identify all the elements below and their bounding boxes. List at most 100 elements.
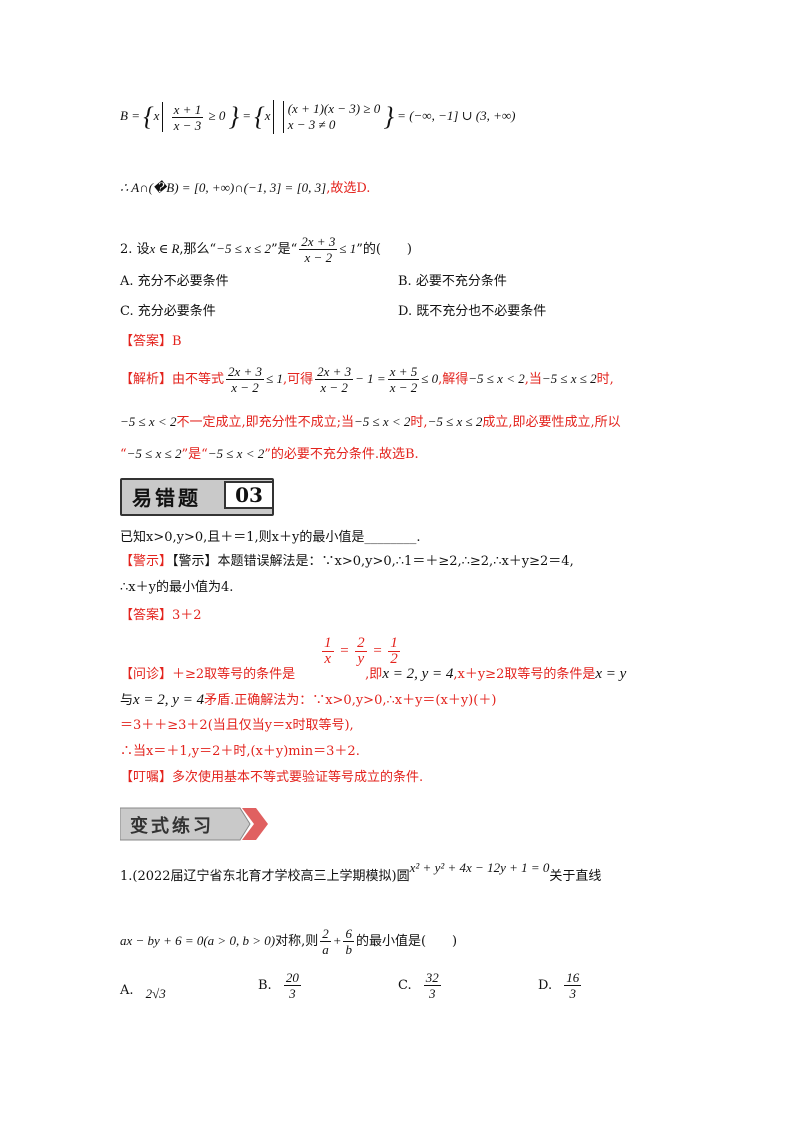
analysis-l2-text-1: 不一定成立,即充分性不成立;当 <box>176 415 354 430</box>
analysis-kede: ,可得 <box>282 372 314 387</box>
q2-option-b: B. 必要不充分条件 <box>398 274 507 289</box>
q2-condition: −5 ≤ x ≤ 2 <box>216 241 271 256</box>
banner-arrow-icon <box>119 807 268 841</box>
q2-analysis-line-3: “−5 ≤ x ≤ 2”是“−5 ≤ x < 2”的必要不充分条件.故选B. <box>120 444 419 465</box>
variant-q1-option-a: A. 2√3 <box>120 980 166 1001</box>
analysis-shi: 时, <box>596 372 614 387</box>
analysis-l2-range-3: −5 ≤ x ≤ 2 <box>427 414 483 429</box>
analysis-l2-text-2: 成立,即必要性成立,所以 <box>482 415 621 430</box>
q2-mid1: ,那么“ <box>179 242 217 257</box>
diag-1b: ,即 <box>365 667 383 682</box>
analysis-l2-shi: 时, <box>410 415 428 430</box>
analysis-jiede: ,解得 <box>438 372 469 387</box>
option-a-label: A. <box>120 983 134 998</box>
left-brace-2: { <box>254 102 265 131</box>
diag-1e: x = y <box>595 666 627 682</box>
p3-diagnosis-3: ＝3＋＋≥3＋2(当且仅当y＝x时取等号), <box>120 718 354 733</box>
right-brace-2: } <box>383 102 394 131</box>
section-badge-error-prone: 易错题 03 <box>120 478 280 516</box>
q2-option-c: C. 充分必要条件 <box>120 304 216 319</box>
q2-analysis-line-2: −5 ≤ x < 2不一定成立,即充分性不成立;当−5 ≤ x < 2时,−5 … <box>120 412 621 433</box>
q2-answer: 【答案】B <box>120 334 182 349</box>
option-d-label: D. <box>538 978 553 993</box>
q2-option-a: A. 充分不必要条件 <box>120 274 229 289</box>
p3-diagnosis-2: 与x = 2, y = 4矛盾.正确解法为：∵x>0,y>0,∴x＋y＝(x＋y… <box>120 690 496 711</box>
diag-1c: x = 2, y = 4 <box>382 666 454 682</box>
analysis-dang: ,当 <box>524 372 542 387</box>
q2-option-d: D. 既不充分也不必要条件 <box>398 304 547 319</box>
section-badge-title: 易错题 <box>132 486 201 510</box>
set-b-lhs: B = <box>120 107 140 123</box>
diag-2a: 与 <box>120 693 134 708</box>
section-badge-number: 03 <box>224 481 274 509</box>
analysis-l3-quote-open: “ <box>120 447 127 462</box>
conclusion-math: ∴ A∩(�B) = [0, +∞)∩(−1, 3] = [0, 3] <box>120 180 327 195</box>
q2-mid2: ”是“ <box>270 242 298 257</box>
diag-1d: ,x＋y≥2取等号的条件是 <box>453 667 596 682</box>
analysis-l3-shi: ”是“ <box>181 447 208 462</box>
analysis-l3-range-2: −5 ≤ x < 2 <box>207 446 265 461</box>
p3-question: 已知x>0,y>0,且＋＝1,则x＋y的最小值是________. <box>120 530 421 545</box>
variant-q1-ask: 的最小值是( ) <box>355 934 458 949</box>
analysis-minus1: − 1 = <box>355 371 386 386</box>
q2-end: ”的( ) <box>356 242 413 257</box>
set-b-eq: = <box>242 107 252 123</box>
variant-q1-line-1: 1.(2022届辽宁省东北育才学校高三上学期模拟)圆x² + y² + 4x −… <box>120 860 602 887</box>
diag-1a: 【问诊】＋≥2取等号的条件是 <box>120 667 296 682</box>
variant-q1-source: 1.(2022届辽宁省东北育才学校高三上学期模拟)圆 <box>120 869 410 884</box>
variant-q1-about-line: 关于直线 <box>549 869 602 884</box>
option-b-label: B. <box>258 978 272 993</box>
analysis-l2-range-2: −5 ≤ x < 2 <box>353 414 411 429</box>
set-b-ge0: ≥ 0 <box>208 107 226 123</box>
conclusion-tail: ,故选D. <box>326 181 371 196</box>
section-banner-variant: 变式练习 <box>119 806 270 842</box>
analysis-range-1: −5 ≤ x < 2 <box>468 371 525 386</box>
variant-q1-line-eq: ax − by + 6 = 0(a > 0, b > 0) <box>120 933 276 948</box>
p3-answer: 【答案】3＋2 <box>120 608 202 623</box>
conclusion-line: ∴ A∩(�B) = [0, +∞)∩(−1, 3] = [0, 3],故选D. <box>120 178 370 199</box>
right-brace: } <box>228 102 239 131</box>
p3-diagnosis-4: ∴当x＝＋1,y＝2＋时,(x＋y)min＝3＋2. <box>120 744 360 759</box>
p3-warning-text: 【警示】本题错误解法是：∵x>0,y>0,∴1＝＋≥2,∴≥2,∴x＋y≥2＝4… <box>172 554 574 569</box>
option-c-label: C. <box>398 978 412 993</box>
analysis-le1: ≤ 1 <box>266 371 283 386</box>
q2-le1: ≤ 1 <box>339 241 357 256</box>
analysis-le0: ≤ 0 <box>421 371 439 386</box>
analysis-l3-end: ”的必要不充分条件.故选B. <box>264 447 419 462</box>
q2-x-in-r: x ∈ R <box>149 241 180 256</box>
analysis-intro: 【解析】由不等式 <box>120 372 225 387</box>
analysis-l2-range-1: −5 ≤ x < 2 <box>120 414 177 429</box>
variant-q1-symmetric: 对称,则 <box>275 934 319 949</box>
variant-q1-circle-eq: x² + y² + 4x − 12y + 1 = 0 <box>409 860 550 875</box>
diag-2b: x = 2, y = 4 <box>133 692 205 708</box>
section-banner-title: 变式练习 <box>130 816 214 837</box>
q2-prefix: 2. 设 <box>120 242 150 257</box>
p3-warning-2: ∴x＋y的最小值为4. <box>120 580 234 595</box>
diag-2c: 矛盾.正确解法为：∵x>0,y>0,∴x＋y＝(x＋y)(＋) <box>204 693 497 708</box>
p3-warning-1: 【警示】【警示】本题错误解法是：∵x>0,y>0,∴1＝＋≥2,∴≥2,∴x＋y… <box>120 554 574 569</box>
analysis-l3-range-1: −5 ≤ x ≤ 2 <box>126 446 182 461</box>
p3-note: 【叮嘱】多次使用基本不等式要验证等号成立的条件. <box>120 770 424 785</box>
p3-diagnosis-1: 【问诊】＋≥2取等号的条件是 ,即x = 2, y = 4,x＋y≥2取等号的条件… <box>120 664 626 685</box>
option-a-value: 2√3 <box>145 986 166 1001</box>
set-b-result: = (−∞, −1] ∪ (3, +∞) <box>397 107 516 123</box>
